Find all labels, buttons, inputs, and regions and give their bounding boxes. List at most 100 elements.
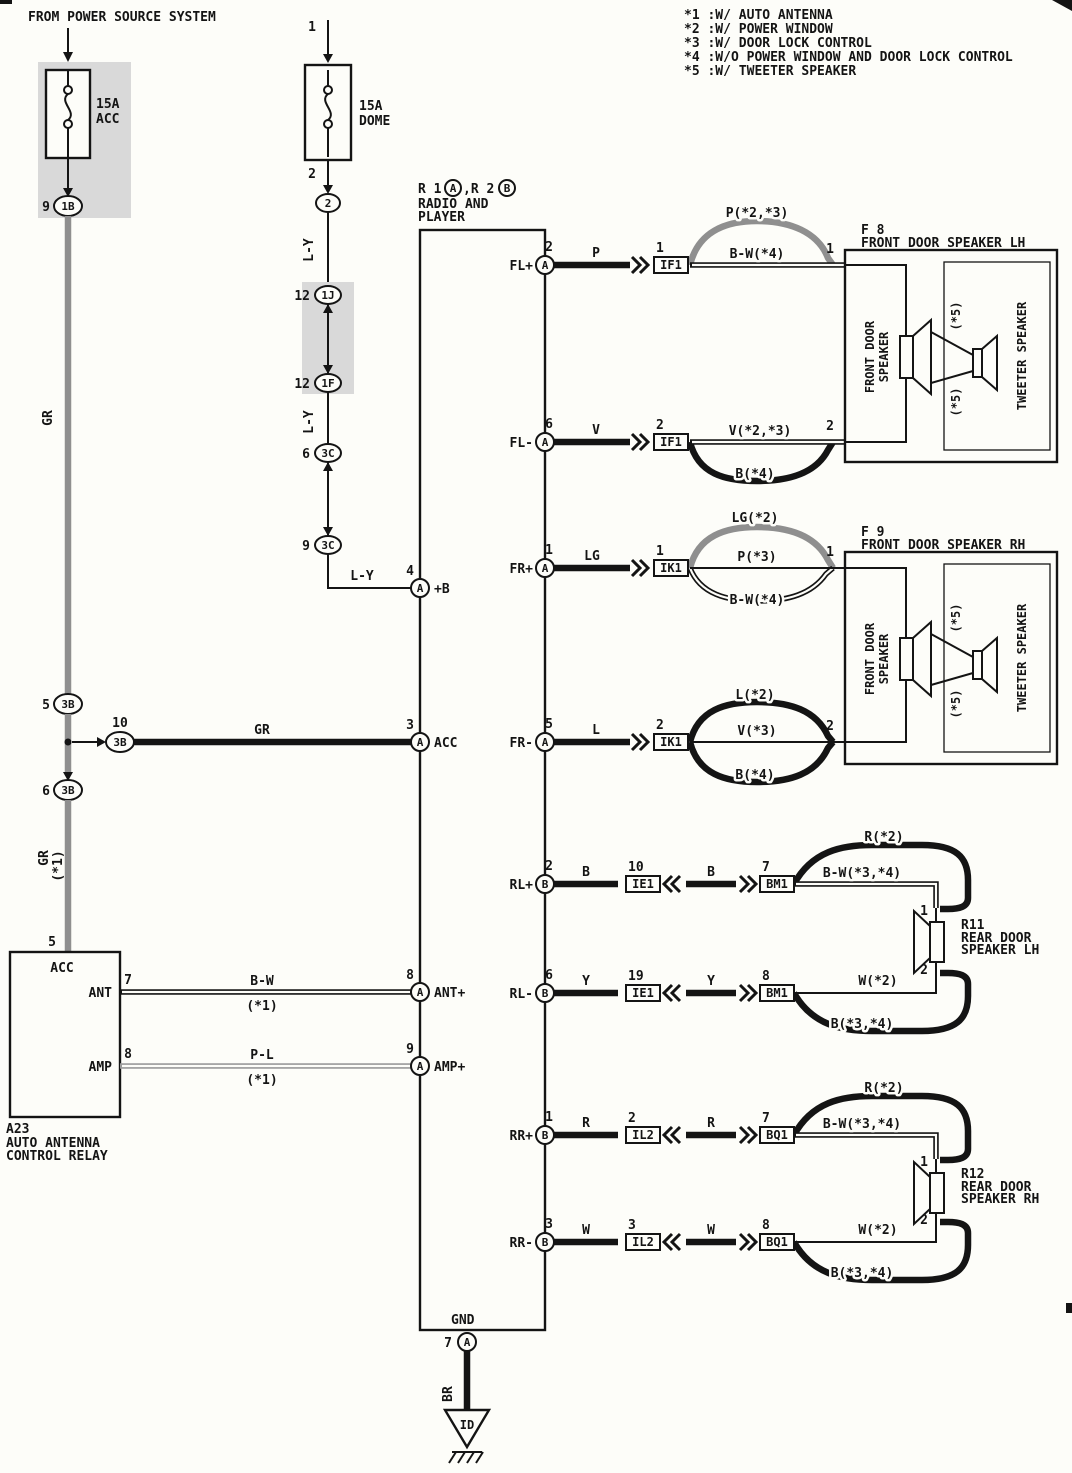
- connector-label: 1F: [321, 377, 334, 390]
- wire-label: B-W(*3,*4): [823, 1117, 901, 1132]
- wire-label-ly: L-Y: [302, 238, 317, 262]
- speaker-f9: F 9 FRONT DOOR SPEAKER RH FRONT DOOR SPE…: [843, 525, 1059, 766]
- wire-label: B-W(*4): [730, 593, 785, 608]
- junction-ie1: [625, 984, 661, 1002]
- pin-conn: B: [542, 878, 549, 891]
- radio-pin-amp: A 9 AMP+: [406, 1042, 465, 1076]
- pin-number: 8: [406, 968, 414, 983]
- speaker-icon: [899, 637, 914, 681]
- speaker-main-label: FRONT DOOR: [863, 320, 877, 393]
- wire-note: (*1): [246, 999, 277, 1014]
- pin-number: 2: [826, 419, 834, 434]
- tweeter-cone-icon: [981, 635, 998, 695]
- speaker-name: REAR DOOR: [961, 931, 1032, 946]
- pin-number: 6: [545, 417, 553, 432]
- wire-label: W: [582, 1223, 590, 1238]
- junction-label: IE1: [632, 877, 654, 891]
- tweeter-icon: [972, 348, 983, 378]
- junction-label: IF1: [660, 258, 682, 272]
- pin-number: 1: [920, 904, 928, 919]
- pin-number: 2: [308, 167, 316, 182]
- pin-number: 2: [920, 963, 928, 978]
- radio-pin-b-plus: A 4 +B: [406, 564, 450, 598]
- wire-label: R(*2): [864, 1081, 903, 1096]
- radio-pin-ant: A 8 ANT+: [406, 968, 465, 1002]
- fuse-name: ACC: [96, 112, 119, 127]
- pin-number: 1: [308, 20, 316, 35]
- wire-label: W(*2): [858, 974, 897, 989]
- speaker-icon: [929, 1172, 945, 1214]
- relay-name: AUTO ANTENNA: [6, 1136, 100, 1151]
- wire-label-gr: GR: [254, 723, 270, 738]
- pin-number: 9: [42, 200, 50, 215]
- fuse-name: DOME: [359, 114, 390, 129]
- radio-conn-b: B: [504, 182, 511, 195]
- wire-label: R: [582, 1116, 590, 1131]
- tweeter-label: TWEETER SPEAKER: [1015, 603, 1029, 712]
- pin-label: RR-: [510, 1236, 533, 1251]
- junction-label: IE1: [632, 986, 654, 1000]
- note-label: (*5): [949, 604, 963, 633]
- speaker-cone-icon: [912, 317, 932, 397]
- pin-number: 3: [545, 1217, 553, 1232]
- junction-label: IK1: [660, 735, 682, 749]
- wire-label-br: BR: [441, 1386, 456, 1402]
- speaker-id: R12: [961, 1167, 984, 1182]
- speaker-name: FRONT DOOR SPEAKER RH: [861, 538, 1025, 553]
- pin-number: 1: [656, 241, 664, 256]
- speaker-cone-icon: [913, 1159, 931, 1227]
- junction-bm1: [759, 984, 795, 1002]
- note-label: (*5): [949, 388, 963, 417]
- junction-dot: [64, 738, 72, 746]
- legend-item: *4 :W/O POWER WINDOW AND DOOR LOCK CONTR…: [684, 50, 1013, 65]
- wire-alt-top: [791, 841, 972, 913]
- radio-pin-acc: A 3 ACC: [406, 718, 457, 752]
- speaker-main-label: SPEAKER: [877, 633, 891, 684]
- scan-mark: [1066, 1303, 1072, 1313]
- legend-item: *3 :W/ DOOR LOCK CONTROL: [684, 36, 872, 51]
- pin-label: ACC: [434, 736, 457, 751]
- wire-label: B(*3,*4): [831, 1017, 894, 1032]
- wire-label: W(*2): [858, 1223, 897, 1238]
- pin-label: +B: [434, 582, 450, 597]
- wire-alt-bottom: [791, 1218, 972, 1284]
- pin-conn: A: [542, 259, 549, 272]
- ground-triangle: [442, 1408, 492, 1450]
- pin-label: FL+: [510, 259, 534, 274]
- speaker-r11: R11 REAR DOOR SPEAKER LH: [913, 908, 1039, 976]
- speaker-icon: [929, 921, 945, 963]
- pin-label: RR+: [510, 1129, 534, 1144]
- dome-branch: 1 15A DOME 2 2 L-Y 1J 12 1F 12 L-Y 3C 6 …: [294, 20, 412, 589]
- pin-number: 2: [920, 1213, 928, 1228]
- fuse-rating: 15A: [359, 99, 383, 114]
- pin-number: 3: [406, 718, 414, 733]
- ground-symbol: BR ID: [441, 1386, 492, 1464]
- circuit-rl-minus: Y IE1 19 Y B(*3,*4) W(*2) BM1 8 2 B 6: [535, 963, 972, 1035]
- legend: *1 :W/ AUTO ANTENNA *2 :W/ POWER WINDOW …: [684, 8, 1013, 79]
- speaker-main-label: SPEAKER: [877, 331, 891, 382]
- pin-number: 5: [545, 717, 553, 732]
- wire-label: R(*2): [864, 830, 903, 845]
- speaker-box: [843, 248, 1059, 464]
- pin-conn: B: [542, 1236, 549, 1249]
- wire-label: B-W(*3,*4): [823, 866, 901, 881]
- pin-conn: A: [417, 582, 424, 595]
- wire-alt-bottom: [686, 739, 836, 786]
- wire-label-gr: GR: [41, 410, 56, 426]
- junction-label: IF1: [660, 435, 682, 449]
- pin-number: 6: [42, 784, 50, 799]
- junction-if1: [653, 433, 689, 451]
- pin-number: 10: [628, 860, 644, 875]
- connector-label: 3C: [321, 447, 334, 460]
- wire-label: W: [707, 1223, 715, 1238]
- junction-il2: [625, 1126, 661, 1144]
- legend-item: *1 :W/ AUTO ANTENNA: [684, 8, 833, 23]
- pin-number: 1: [920, 1155, 928, 1170]
- speaker-name: REAR DOOR: [961, 1180, 1032, 1195]
- pin-label: FR-: [510, 736, 533, 751]
- junction-if1: [653, 256, 689, 274]
- wire-label: P(*3): [737, 550, 776, 565]
- wire-label: B: [582, 865, 590, 880]
- wire-label: Y: [707, 974, 715, 989]
